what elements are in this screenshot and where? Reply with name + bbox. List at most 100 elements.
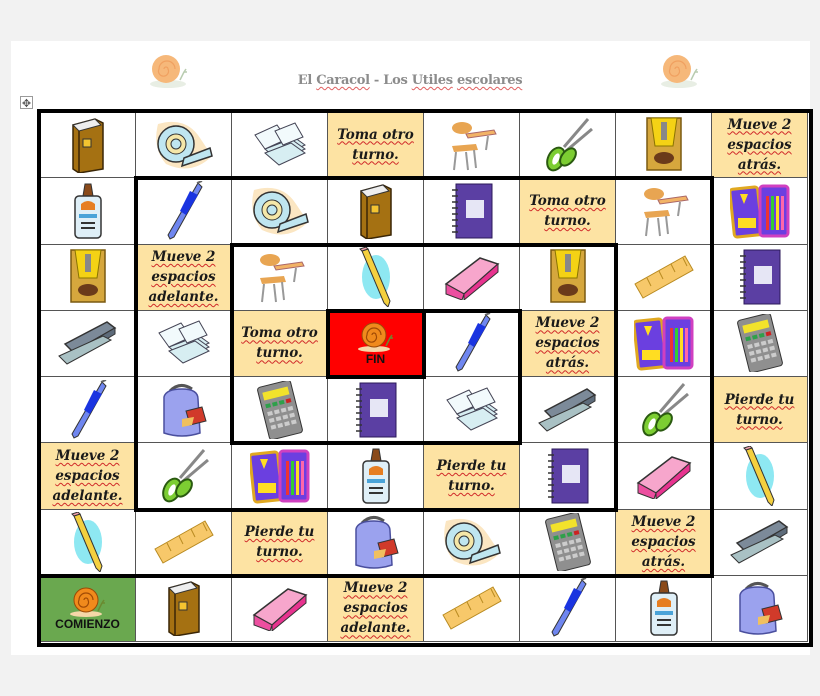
board-square[interactable] bbox=[136, 310, 232, 377]
board-square[interactable] bbox=[424, 575, 520, 642]
board-square[interactable] bbox=[712, 244, 808, 311]
board-square[interactable] bbox=[136, 509, 232, 576]
ruler-icon bbox=[633, 252, 695, 302]
board-square[interactable] bbox=[712, 509, 808, 576]
board-square[interactable] bbox=[136, 443, 232, 510]
instruction-square[interactable]: Mueve 2 espacios adelante. bbox=[328, 575, 424, 642]
snail-icon bbox=[68, 585, 108, 619]
instruction-square[interactable]: Toma otro turno. bbox=[328, 112, 424, 179]
board-square[interactable] bbox=[712, 310, 808, 377]
board-square[interactable] bbox=[424, 178, 520, 245]
instruction-text: Mueve 2 espacios adelante. bbox=[52, 447, 123, 504]
spiral-wall bbox=[134, 176, 138, 512]
pen-icon bbox=[548, 578, 588, 638]
board-square[interactable] bbox=[616, 310, 712, 377]
board-square[interactable] bbox=[136, 178, 232, 245]
start-label: COMIENZO bbox=[55, 617, 120, 632]
board-square[interactable] bbox=[616, 443, 712, 510]
instruction-text: Toma otro turno. bbox=[529, 192, 606, 229]
board-square[interactable] bbox=[136, 575, 232, 642]
calculator-icon bbox=[256, 380, 303, 439]
start-square[interactable]: COMIENZO bbox=[40, 575, 136, 642]
instruction-square[interactable]: Mueve 2 espacios atrás. bbox=[712, 112, 808, 179]
board-square[interactable] bbox=[520, 443, 616, 510]
pencil-icon bbox=[354, 247, 398, 308]
paper-icon bbox=[443, 384, 501, 436]
board-square[interactable] bbox=[616, 112, 712, 179]
desk-icon bbox=[636, 184, 692, 238]
table-move-handle[interactable]: ✥ bbox=[20, 96, 33, 110]
scissors-icon bbox=[158, 448, 210, 504]
snail-icon bbox=[661, 55, 698, 88]
board-square[interactable] bbox=[520, 575, 616, 642]
board-square[interactable] bbox=[328, 509, 424, 576]
board-square[interactable] bbox=[616, 377, 712, 444]
board-square[interactable] bbox=[712, 575, 808, 642]
board-square[interactable] bbox=[232, 377, 328, 444]
board-square[interactable] bbox=[40, 112, 136, 179]
book-icon bbox=[65, 117, 111, 173]
instruction-text: Pierde tu turno. bbox=[244, 524, 315, 561]
instruction-square[interactable]: Pierde tu turno. bbox=[232, 509, 328, 576]
finish-square[interactable]: FIN bbox=[328, 310, 424, 377]
calculator-icon bbox=[544, 513, 591, 572]
paper-icon bbox=[251, 119, 309, 171]
board-square[interactable] bbox=[40, 377, 136, 444]
board-square[interactable] bbox=[40, 509, 136, 576]
instruction-square[interactable]: Pierde tu turno. bbox=[424, 443, 520, 510]
scissors-icon bbox=[638, 382, 690, 438]
board-square[interactable] bbox=[424, 377, 520, 444]
spiral-wall bbox=[326, 308, 330, 379]
instruction-square[interactable]: Pierde tu turno. bbox=[712, 377, 808, 444]
board-square[interactable] bbox=[520, 509, 616, 576]
backpack-icon bbox=[348, 513, 404, 571]
instruction-text: Mueve 2 espacios adelante. bbox=[148, 249, 219, 306]
board-square[interactable] bbox=[136, 377, 232, 444]
board-square[interactable] bbox=[232, 575, 328, 642]
instruction-square[interactable]: Toma otro turno. bbox=[232, 310, 328, 377]
board-square[interactable] bbox=[232, 244, 328, 311]
board-square[interactable] bbox=[520, 377, 616, 444]
board-square[interactable] bbox=[232, 112, 328, 179]
stapler-icon bbox=[729, 517, 791, 567]
document-title: El Caracol - Los Utiles escolares bbox=[297, 73, 523, 88]
pencil-icon bbox=[66, 512, 110, 573]
instruction-square[interactable]: Mueve 2 espacios adelante. bbox=[136, 244, 232, 311]
board-square[interactable] bbox=[40, 244, 136, 311]
finish-label: FIN bbox=[365, 352, 386, 367]
spiral-wall bbox=[230, 242, 618, 247]
book-icon bbox=[161, 580, 207, 637]
spiral-wall bbox=[134, 507, 618, 512]
paper-icon bbox=[155, 317, 213, 369]
board-square[interactable] bbox=[424, 112, 520, 179]
board-square[interactable] bbox=[328, 377, 424, 444]
stapler-icon bbox=[57, 318, 119, 368]
board-square[interactable] bbox=[40, 310, 136, 377]
glue-icon bbox=[647, 579, 681, 637]
board-square[interactable] bbox=[616, 244, 712, 311]
board-square[interactable] bbox=[232, 443, 328, 510]
board-square[interactable] bbox=[136, 112, 232, 179]
board-square[interactable] bbox=[232, 178, 328, 245]
board-square[interactable] bbox=[424, 310, 520, 377]
board-square[interactable] bbox=[40, 178, 136, 245]
instruction-square[interactable]: Toma otro turno. bbox=[520, 178, 616, 245]
backpack-icon bbox=[156, 381, 212, 439]
board-square[interactable] bbox=[424, 509, 520, 576]
board-square[interactable] bbox=[328, 178, 424, 245]
instruction-square[interactable]: Mueve 2 espacios adelante. bbox=[40, 443, 136, 510]
board-square[interactable] bbox=[712, 178, 808, 245]
instruction-square[interactable]: Mueve 2 espacios atrás. bbox=[520, 310, 616, 377]
instruction-text: Mueve 2 espacios atrás. bbox=[727, 116, 792, 173]
instruction-square[interactable]: Mueve 2 espacios atrás. bbox=[616, 509, 712, 576]
board-square[interactable] bbox=[616, 178, 712, 245]
board-square[interactable] bbox=[328, 244, 424, 311]
board-square[interactable] bbox=[424, 244, 520, 311]
board-square[interactable] bbox=[328, 443, 424, 510]
board-square[interactable] bbox=[520, 112, 616, 179]
board-square[interactable] bbox=[712, 443, 808, 510]
board-square[interactable] bbox=[616, 575, 712, 642]
board-square[interactable] bbox=[520, 244, 616, 311]
stapler-icon bbox=[537, 385, 599, 435]
eraser-icon bbox=[250, 585, 310, 632]
